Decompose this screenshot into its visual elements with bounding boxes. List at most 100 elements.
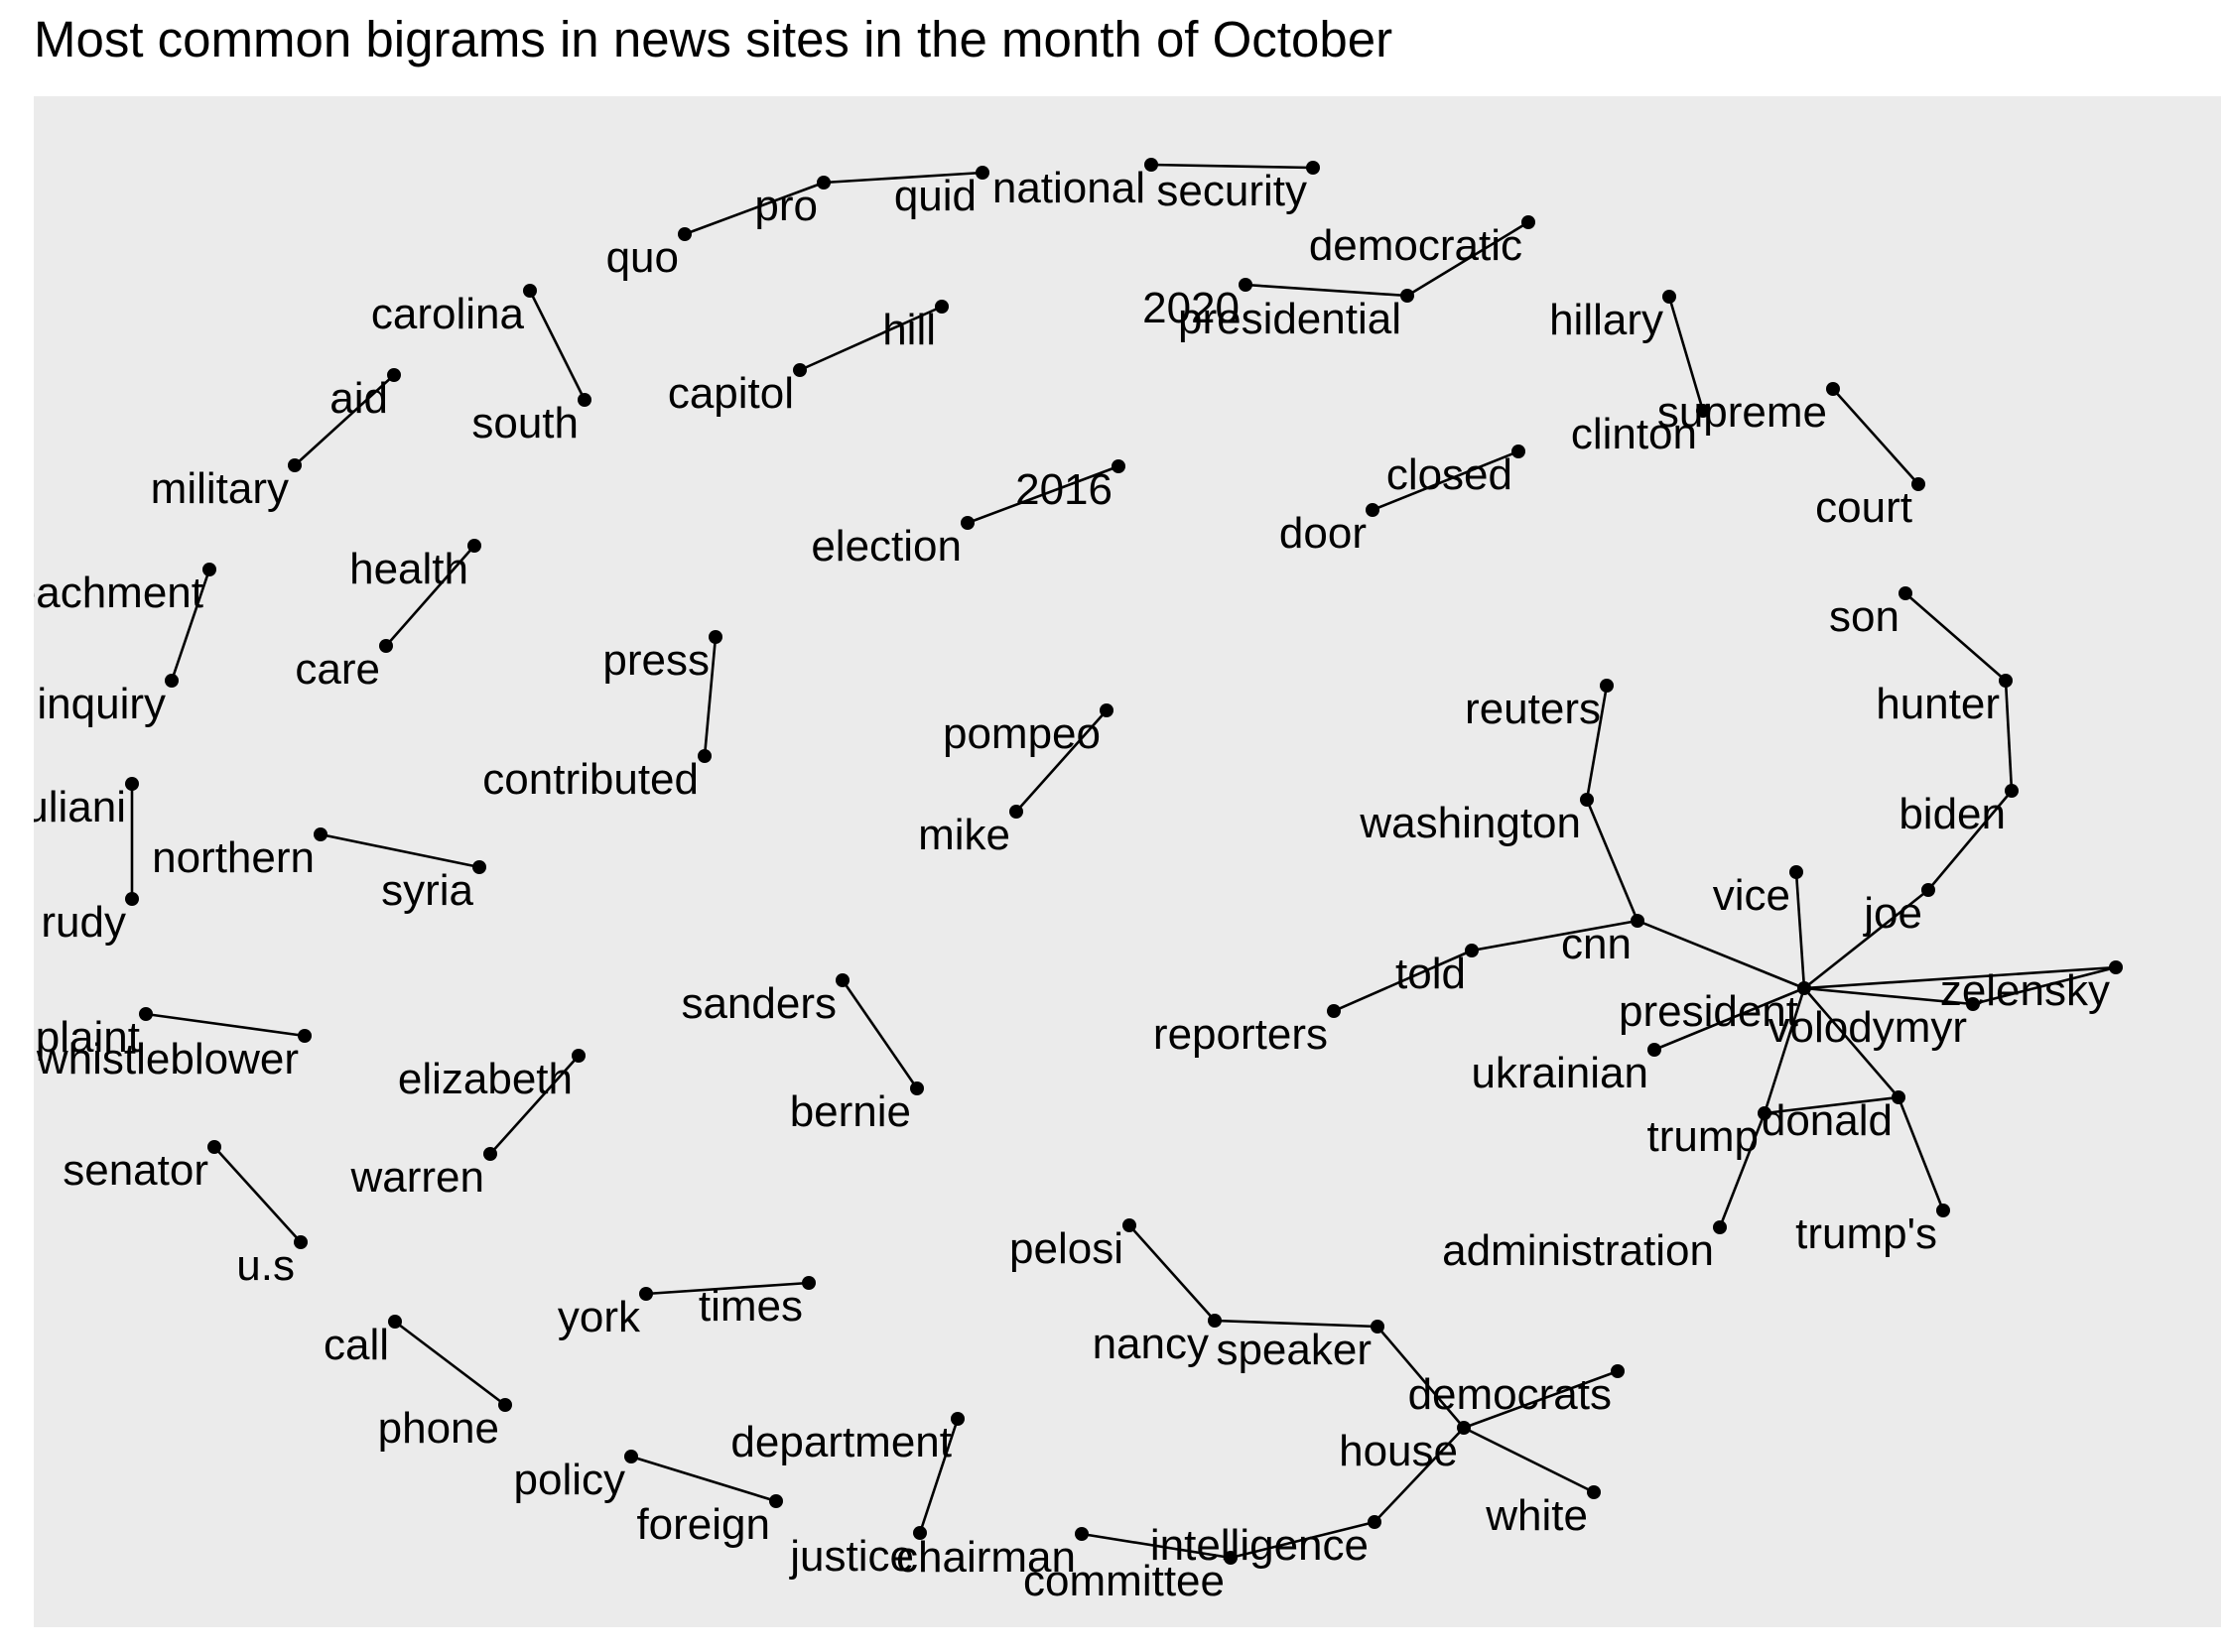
node-capitol [793,363,807,377]
node-label-contributed: contributed [482,755,699,804]
node-sanders [836,973,850,987]
edge-impeachment-inquiry [170,569,211,682]
edge-nancy-speaker [1214,1319,1378,1329]
edge-mike-pompeo [1015,709,1108,813]
edge-hunter-biden [2004,680,2014,792]
node-joe [1921,883,1935,897]
edge-elizabeth-warren [489,1055,580,1155]
node-label-warren: warren [350,1153,485,1202]
node-label-supreme: supreme [1657,388,1827,437]
node-label-elizabeth: elizabeth [398,1055,573,1103]
node-military [288,458,302,472]
node-label-trumps: trump's [1795,1209,1937,1258]
edge-2020-presidential [1244,283,1408,298]
edge-national-security [1150,163,1314,170]
node-reporters [1327,1004,1341,1018]
edge-health-care [385,545,475,647]
node-label-rudy: rudy [41,898,126,947]
node-label-president: president [1619,987,1798,1036]
edge-told-reporters [1333,949,1473,1013]
edge-hillary-clinton [1667,296,1705,412]
node-donald [1892,1090,1905,1104]
node-label-door: door [1279,509,1367,558]
node-label-administration: administration [1442,1226,1714,1275]
node-hillary [1662,290,1676,304]
edge-president-volodymyr [1803,986,1974,1006]
node-son [1899,586,1912,600]
node-carolina [523,284,537,298]
node-label-told: told [1395,950,1466,998]
edge-donald-trump [1764,1095,1899,1115]
node-policy [624,1450,638,1463]
node-administration [1713,1220,1727,1234]
node-call [388,1315,402,1329]
node-whistleblower [298,1029,312,1043]
node-mike [1009,805,1023,819]
node-label-carolina: carolina [371,290,525,338]
edge-layer [130,163,2117,1560]
node-us [294,1235,308,1249]
node-reuters [1600,679,1614,693]
node-label-press: press [602,636,710,685]
node-label-care: care [295,645,380,694]
node-impeachment [202,563,216,576]
node-label-washington: washington [1359,799,1581,847]
edge-son-hunter [1904,592,2007,682]
node-complaint [139,1007,153,1021]
edge-joe-president [1803,888,1929,990]
node-label-reuters: reuters [1465,685,1601,733]
node-label-ukrainian: ukrainian [1471,1049,1648,1097]
node-label-sanders: sanders [681,979,837,1028]
node-justice [913,1526,927,1540]
node-phone [498,1398,512,1412]
node-label-call: call [324,1321,389,1369]
edge-york-times [645,1281,810,1296]
node-care [379,639,393,653]
node-ukrainian [1647,1043,1661,1057]
node-label-democratic: democratic [1309,221,1522,270]
node-label-speaker: speaker [1216,1326,1372,1374]
node-label-national: national [992,164,1145,212]
edge-cnn-told [1471,919,1638,953]
node-label-bernie: bernie [790,1087,911,1136]
node-label-nancy: nancy [1093,1320,1209,1368]
node-label-us: u.s [236,1241,295,1290]
node-rudy [125,892,139,906]
node-label-quid: quid [894,172,977,220]
node-pelosi [1122,1218,1136,1232]
edge-donald-trumps [1897,1096,1945,1211]
node-label-security: security [1156,167,1307,215]
node-layer [125,158,2123,1565]
node-intelligence [1368,1515,1381,1529]
node-president [1797,981,1811,995]
node-label-2020: 2020 [1142,284,1240,332]
node-white [1587,1485,1601,1499]
edge-house-democrats [1463,1369,1619,1430]
node-label-phone: phone [378,1404,499,1453]
node-york [639,1287,653,1301]
edge-door-closed [1372,449,1519,512]
node-trumps [1936,1204,1950,1217]
node-foreign [769,1494,783,1508]
node-label-closed: closed [1386,450,1512,499]
node-label-justice: justice [788,1532,914,1581]
edge-northern-syria [320,832,480,869]
edge-military-aid [294,374,395,466]
node-label-son: son [1829,592,1899,641]
node-democrats [1611,1364,1625,1378]
node-label-military: military [151,464,289,513]
node-label-court: court [1815,483,1912,532]
node-label-vice: vice [1713,871,1790,920]
node-senator [207,1140,221,1154]
edge-president-zelensky [1803,965,2117,990]
node-label-intelligence: intelligence [1150,1521,1369,1570]
edge-intelligence-committee [1230,1520,1375,1560]
edge-quo-pro [684,181,825,236]
node-label-times: times [699,1282,803,1331]
node-label-capitol: capitol [668,369,794,418]
node-label-white: white [1485,1491,1588,1540]
node-label-hill: hill [882,306,936,354]
node-department [951,1412,965,1426]
